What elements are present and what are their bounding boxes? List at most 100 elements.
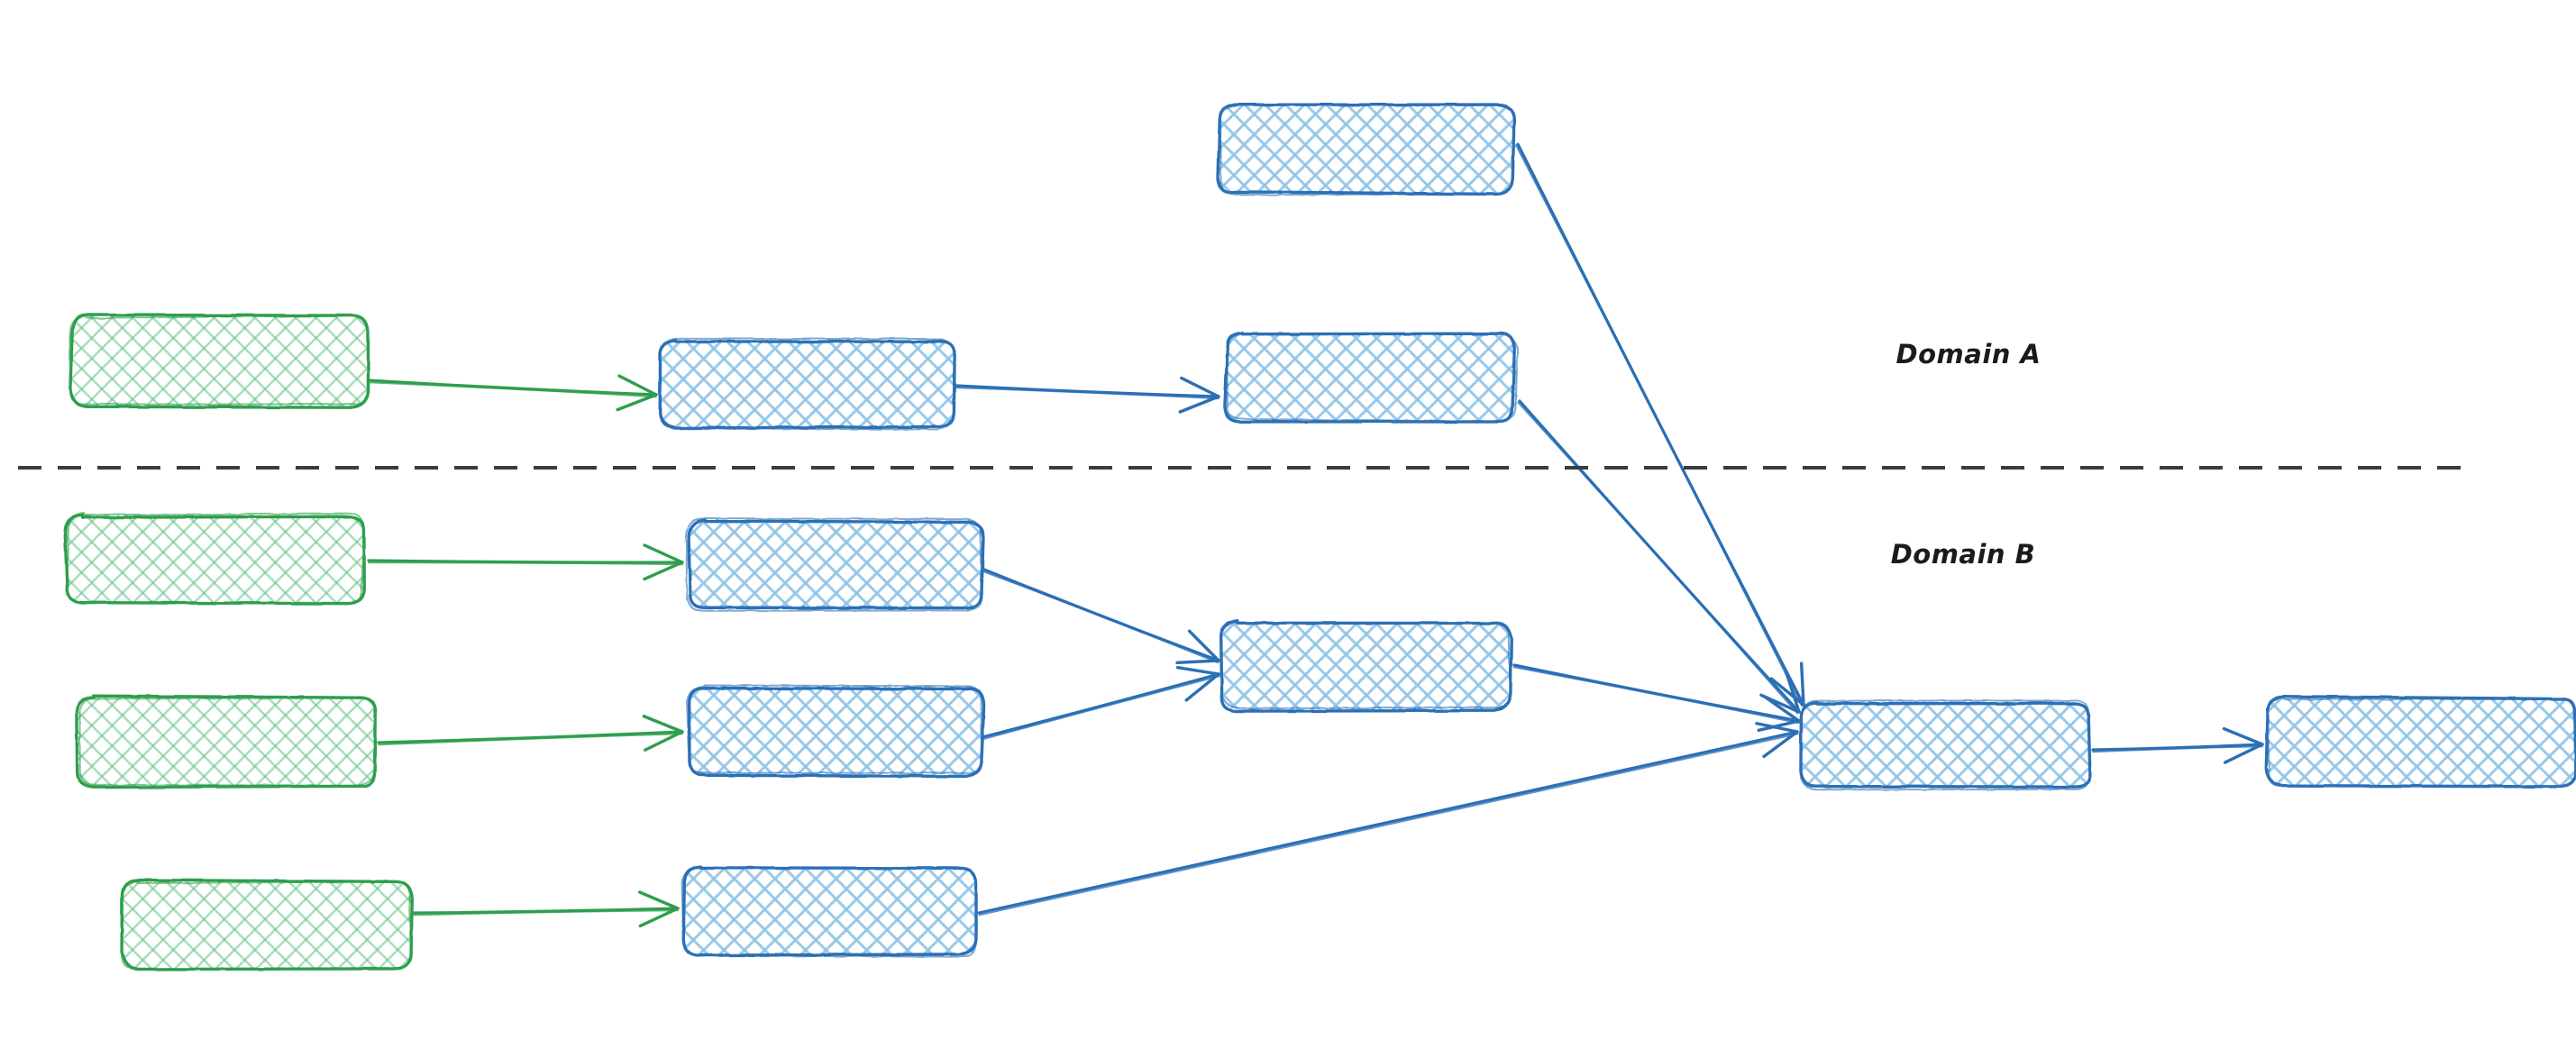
node-b-mid-1[interactable]	[685, 517, 985, 612]
edge-e6	[377, 715, 684, 752]
edge-e5	[367, 543, 684, 581]
edges-layer	[366, 142, 2264, 928]
edge-e2	[955, 376, 1220, 414]
node-fill	[660, 340, 955, 430]
node-b-src-3[interactable]	[120, 878, 414, 971]
node-outline	[66, 512, 366, 605]
edge-line	[413, 909, 679, 917]
node-a-top-1[interactable]	[1216, 103, 1516, 196]
edge-e12	[2091, 726, 2264, 764]
edge-line	[982, 568, 1220, 662]
node-b-src-2[interactable]	[75, 694, 378, 789]
node-b-sink[interactable]	[2264, 695, 2576, 789]
edge-arrowhead	[1180, 376, 1220, 398]
edge-line	[956, 387, 1219, 400]
edge-line	[977, 730, 1799, 915]
edge-arrowhead	[1178, 395, 1220, 414]
nodes-layer	[63, 103, 2576, 971]
edge-line	[412, 907, 680, 915]
edge-arrowhead	[642, 715, 684, 734]
edge-line	[1512, 666, 1800, 725]
node-fill	[1226, 333, 1516, 422]
edge-arrowhead	[1175, 659, 1220, 664]
edge-e7	[412, 890, 680, 928]
node-b-mid-3[interactable]	[681, 865, 978, 958]
node-outline	[2267, 697, 2576, 788]
node-fill	[77, 698, 376, 787]
node-b-mid-2[interactable]	[685, 684, 986, 779]
edge-arrowhead	[616, 393, 658, 412]
node-outline	[1223, 331, 1516, 424]
edge-e8	[982, 568, 1220, 664]
node-b-join-1[interactable]	[1219, 618, 1513, 713]
edge-line	[1518, 399, 1801, 714]
edge-e3	[1514, 142, 1805, 707]
node-a-out-1[interactable]	[1223, 331, 1519, 424]
edge-line	[366, 379, 658, 397]
edge-arrowhead	[1769, 677, 1805, 707]
edge-line	[978, 733, 1799, 917]
node-fill	[2268, 698, 2576, 787]
edge-e1	[366, 374, 658, 412]
node-a-mid-1[interactable]	[658, 337, 956, 431]
edge-line	[982, 675, 1220, 741]
edge-line	[377, 730, 684, 744]
node-outline	[78, 697, 377, 787]
edge-arrowhead	[637, 890, 680, 910]
node-outline	[1226, 333, 1519, 423]
edge-line	[378, 733, 683, 746]
node-fill	[689, 685, 982, 775]
edge-line	[2091, 743, 2264, 752]
edge-arrowhead	[643, 561, 684, 581]
edge-arrowhead	[1799, 661, 1805, 707]
edge-arrowhead	[1785, 670, 1801, 714]
edge-arrowhead	[1757, 719, 1801, 733]
node-outline	[120, 880, 413, 971]
edge-line	[955, 384, 1220, 398]
domain-a-label: Domain A	[1896, 339, 2042, 369]
node-outline	[659, 337, 956, 431]
node-fill	[69, 315, 368, 406]
node-fill	[682, 868, 977, 955]
node-fill	[67, 515, 366, 603]
edge-arrowhead	[1763, 695, 1801, 723]
edge-arrowhead	[2223, 743, 2264, 764]
node-outline	[1219, 104, 1515, 196]
node-b-hub[interactable]	[1799, 699, 2092, 791]
edge-e4	[1517, 399, 1801, 715]
node-outline	[69, 315, 370, 406]
node-fill	[1802, 701, 2091, 789]
edge-arrowhead	[643, 730, 684, 752]
node-fill	[1219, 105, 1513, 194]
edge-arrowhead	[638, 907, 680, 928]
edge-line	[367, 559, 684, 564]
edge-e9	[981, 666, 1220, 741]
edge-arrowhead	[1187, 629, 1220, 662]
edge-line	[1512, 663, 1801, 723]
node-outline	[685, 684, 983, 774]
domain-b-label: Domain B	[1891, 539, 2036, 570]
node-a-src-1[interactable]	[69, 313, 370, 409]
edge-arrowhead	[2222, 726, 2264, 746]
node-outline	[75, 694, 378, 789]
node-fill	[688, 519, 982, 609]
node-fill	[1222, 622, 1512, 710]
edge-arrowhead	[617, 374, 658, 397]
edge-arrowhead	[1755, 722, 1799, 734]
edge-line	[1516, 142, 1805, 707]
node-outline	[685, 517, 983, 612]
edge-line	[2092, 745, 2263, 753]
edge-line	[1517, 401, 1799, 715]
node-b-src-1[interactable]	[63, 512, 366, 606]
edge-line	[368, 561, 683, 566]
node-outline	[1799, 699, 2092, 791]
edge-e11	[977, 722, 1799, 917]
edge-arrowhead	[1762, 730, 1799, 759]
node-outline	[687, 686, 986, 779]
node-outline	[681, 866, 978, 958]
edge-arrowhead	[1184, 672, 1220, 702]
edge-line	[982, 570, 1219, 664]
edge-line	[1514, 144, 1803, 707]
